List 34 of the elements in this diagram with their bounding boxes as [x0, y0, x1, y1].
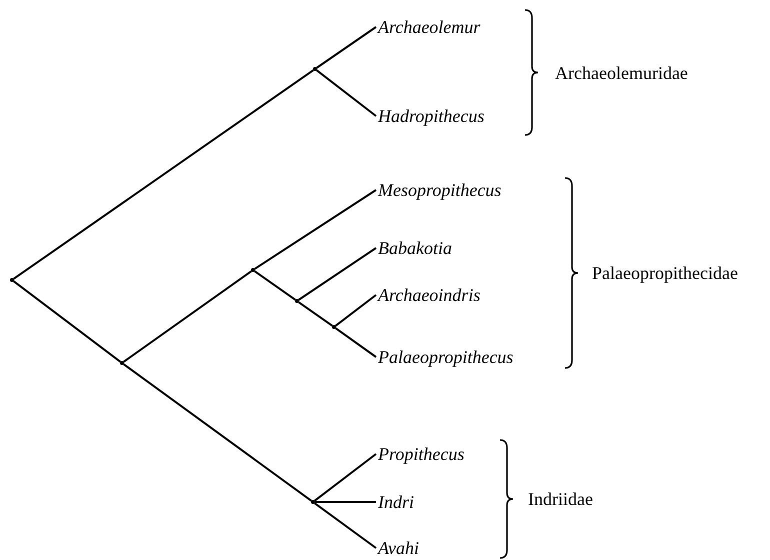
taxon-name: Mesopropithecus [378, 179, 502, 201]
branch-line [13, 280, 121, 363]
taxon-name: Archaeoindris [378, 284, 480, 306]
taxon-name: Avahi [378, 537, 419, 559]
branch-point [251, 268, 255, 272]
family-name: Palaeopropithecidae [592, 262, 738, 284]
branch-line [298, 301, 333, 327]
branch-line [13, 69, 314, 280]
branch-line [335, 327, 377, 358]
branch-line [334, 294, 377, 327]
branch-line [298, 247, 377, 301]
branch-point [295, 299, 299, 303]
taxon-name: Babakotia [378, 237, 452, 259]
taxon-name: Archaeolemur [378, 16, 480, 38]
branch-line [254, 189, 377, 270]
branch-line [254, 270, 296, 301]
branch-line [314, 453, 377, 502]
taxon-name: Hadropithecus [378, 105, 484, 127]
family-name: Indriidae [528, 488, 593, 510]
branch-line [123, 363, 312, 502]
branch-line [316, 69, 377, 117]
branch-line [316, 26, 377, 69]
taxon-name: Palaeopropithecus [378, 346, 514, 368]
branch-point [120, 361, 124, 365]
branch-line [314, 502, 377, 549]
branch-point [313, 67, 317, 71]
family-name: Archaeolemuridae [555, 62, 688, 84]
taxon-name: Propithecus [378, 443, 464, 465]
branch-line [315, 501, 376, 503]
branch-line [123, 270, 252, 363]
taxon-name: Indri [378, 491, 414, 513]
branch-point [332, 325, 336, 329]
branch-point [10, 278, 14, 282]
branch-point [311, 500, 315, 504]
